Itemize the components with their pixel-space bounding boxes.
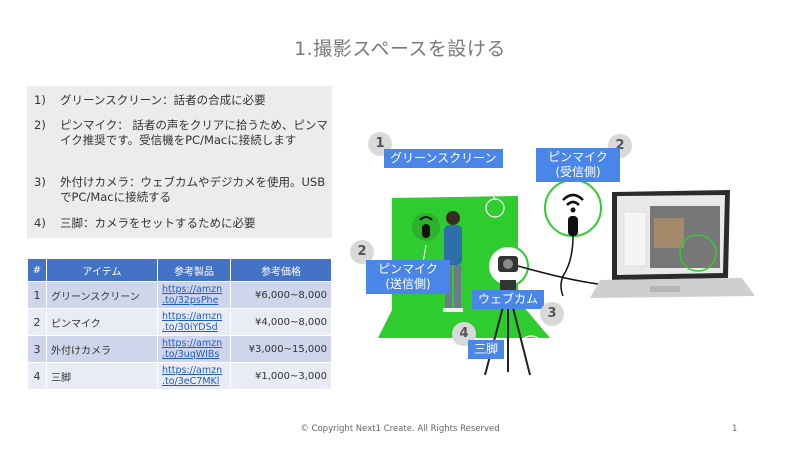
equipment-table: # アイテム 参考製品 参考価格 1 グリーンスクリーン https://amz… — [27, 258, 332, 390]
table-row: 1 グリーンスクリーン https://amzn.to/32psPhe ¥6,0… — [27, 281, 332, 309]
callout-green-screen: グリーンスクリーン — [384, 149, 503, 168]
callout-tripod: 三脚 — [468, 340, 505, 359]
row-product-link-cell: https://amzn.to/32psPhe — [157, 281, 231, 309]
row-product-link-cell: https://amzn.to/3uqWlBs — [157, 335, 231, 363]
list-item-number: 4) — [34, 216, 46, 230]
product-link[interactable]: https://amzn.to/3uqWlBs — [162, 338, 223, 360]
header-price: 参考価格 — [230, 258, 332, 282]
badge-3: 3 — [540, 302, 564, 326]
list-item-text: グリーンスクリーン：話者の合成に必要 — [60, 93, 266, 107]
row-item: ピンマイク — [46, 308, 158, 336]
table-row: 4 三脚 https://amzn.to/3eC7MKl ¥1,000~3,00… — [27, 362, 332, 390]
callout-line: ピンマイク — [548, 150, 608, 164]
row-number: 3 — [27, 335, 47, 363]
list-item: 2) ピンマイク： 話者の声をクリアに拾うため、ピンマイク推奨です。受信機をPC… — [34, 118, 330, 148]
list-item: 3) 外付けカメラ：ウェブカムやデジカメを使用。USBでPC/Macに接続する — [34, 175, 330, 205]
pin-mic-receiver — [568, 216, 578, 236]
list-item: 1) グリーンスクリーン：話者の合成に必要 — [34, 93, 330, 108]
row-price: ¥1,000~3,000 — [230, 362, 332, 390]
laptop — [590, 190, 755, 298]
pin-mic-transmitter — [422, 224, 430, 238]
badge-2-receiver: 2 — [608, 134, 632, 158]
row-price: ¥6,000~8,000 — [230, 281, 332, 309]
list-item-text: 外付けカメラ：ウェブカムやデジカメを使用。USBでPC/Macに接続する — [60, 175, 326, 204]
row-item: 外付けカメラ — [46, 335, 158, 363]
row-product-link-cell: https://amzn.to/3eC7MKl — [157, 362, 231, 390]
header-product: 参考製品 — [157, 258, 231, 282]
page-number: 1 — [732, 424, 738, 434]
row-price: ¥4,000~8,000 — [230, 308, 332, 336]
row-price: ¥3,000~15,000 — [230, 335, 332, 363]
callout-line: ピンマイク — [378, 262, 438, 276]
row-number: 4 — [27, 362, 47, 390]
copyright-footer: © Copyright Next1 Create. All Rights Res… — [300, 424, 500, 434]
product-link[interactable]: https://amzn.to/3eC7MKl — [162, 365, 223, 387]
table-header-row: # アイテム 参考製品 参考価格 — [27, 258, 332, 282]
row-item: 三脚 — [46, 362, 158, 390]
row-item: グリーンスクリーン — [46, 281, 158, 309]
product-link[interactable]: https://amzn.to/30iYDSd — [162, 311, 223, 333]
list-item-number: 3) — [34, 175, 46, 189]
setup-illustration: 1 グリーンスクリーン 2 ピンマイク (受信側) 2 ピンマイク (送信側) … — [350, 120, 780, 390]
list-item-number: 1) — [34, 93, 46, 107]
callout-pin-mic-transmitter: ピンマイク (送信側) — [366, 260, 450, 294]
product-link[interactable]: https://amzn.to/32psPhe — [162, 284, 223, 306]
page-title: 1.撮影スペースを設ける — [294, 38, 506, 60]
header-number: # — [27, 258, 47, 282]
requirements-list: 1) グリーンスクリーン：話者の合成に必要 2) ピンマイク： 話者の声をクリア… — [27, 86, 332, 238]
row-product-link-cell: https://amzn.to/30iYDSd — [157, 308, 231, 336]
callout-line: (送信側) — [385, 277, 431, 291]
callout-pin-mic-receiver: ピンマイク (受信側) — [536, 148, 620, 182]
list-item: 4) 三脚：カメラをセットするために必要 — [34, 216, 330, 231]
list-item-text: 三脚：カメラをセットするために必要 — [60, 216, 256, 230]
list-item-number: 2) — [34, 118, 46, 132]
list-item-text: ピンマイク： 話者の声をクリアに拾うため、ピンマイク推奨です。受信機をPC/Ma… — [60, 118, 328, 147]
callout-line: (受信側) — [555, 165, 601, 179]
row-number: 1 — [27, 281, 47, 309]
table-row: 2 ピンマイク https://amzn.to/30iYDSd ¥4,000~8… — [27, 308, 332, 336]
header-item: アイテム — [46, 258, 158, 282]
row-number: 2 — [27, 308, 47, 336]
table-row: 3 外付けカメラ https://amzn.to/3uqWlBs ¥3,000~… — [27, 335, 332, 363]
callout-webcam: ウェブカム — [472, 290, 545, 309]
